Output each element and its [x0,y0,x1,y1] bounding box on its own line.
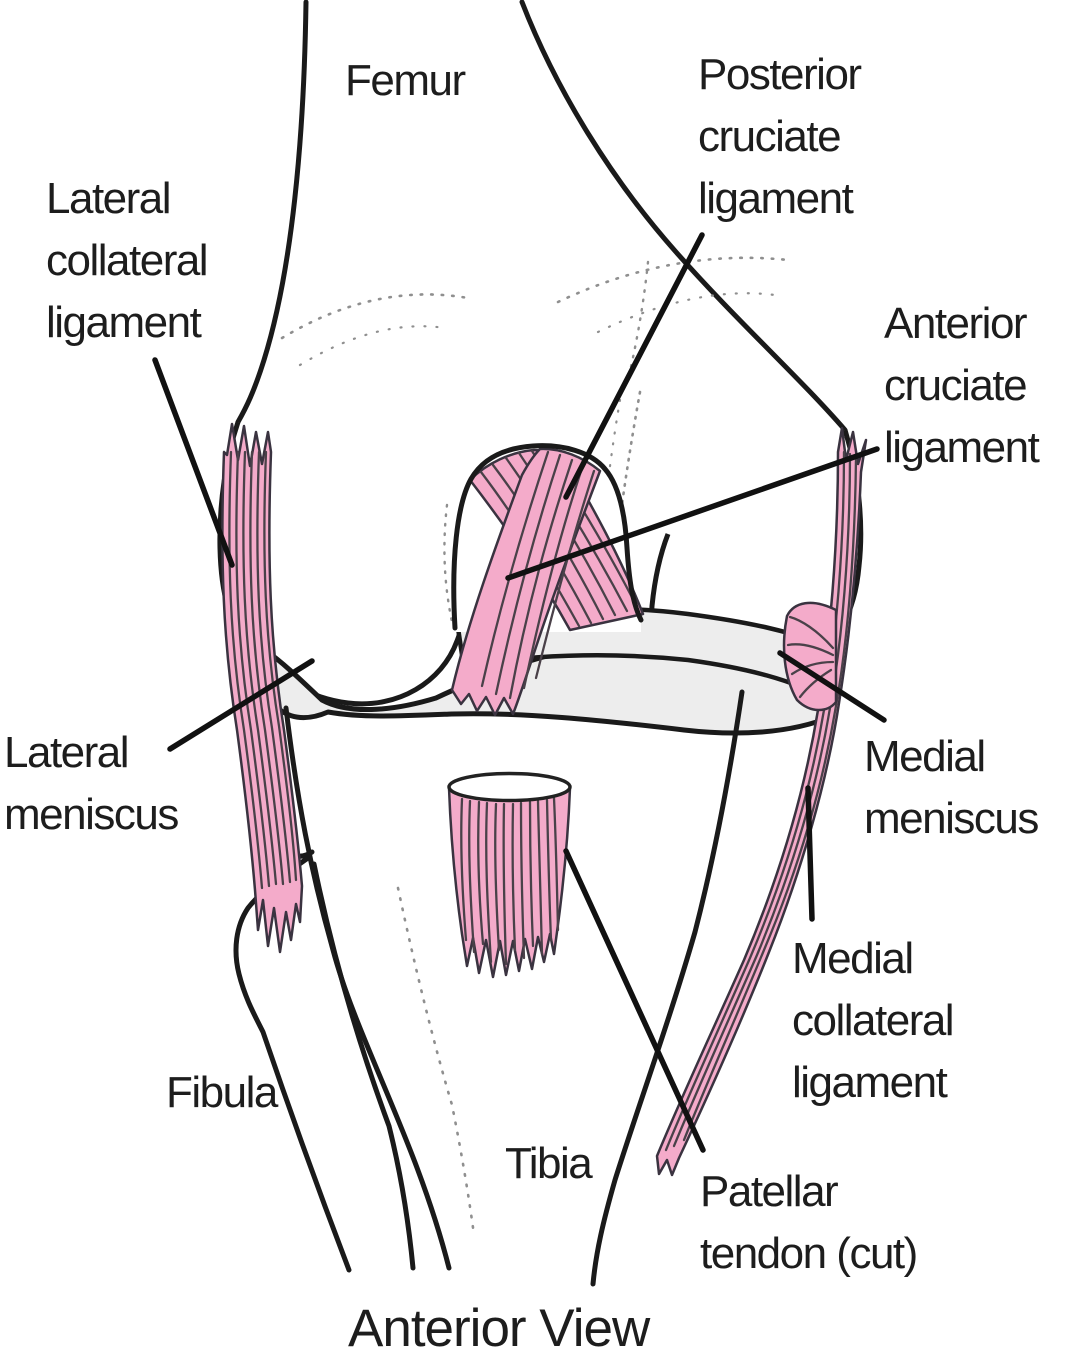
label-line: cruciate [698,112,842,161]
label-line: ligament [46,298,202,347]
label-line: Lateral [46,174,172,223]
label-line: Posterior [698,50,862,99]
caption-anterior-view: Anterior View [348,1298,650,1360]
label-anterior-cruciate-ligament: Anterior cruciate ligament [884,293,1040,479]
label-lateral-collateral-ligament: Lateral collateral ligament [46,168,209,354]
label-line: tendon (cut) [700,1229,918,1278]
label-line: Medial [792,934,914,983]
lateral-collateral-ligament-band [221,422,304,954]
label-fibula: Fibula [166,1062,278,1124]
label-line: collateral [46,236,209,285]
label-patellar-tendon: Patellar tendon (cut) [700,1161,918,1285]
label-line: Anterior [884,299,1028,348]
label-line: Medial [864,732,986,781]
label-medial-meniscus: Medial meniscus [864,726,1039,850]
label-line: Anterior View [348,1299,650,1358]
femur-outline [235,0,848,433]
label-line: cruciate [884,361,1028,410]
label-line: ligament [884,423,1040,472]
patellar-tendon-cut-surface [447,771,572,803]
label-posterior-cruciate-ligament: Posterior cruciate ligament [698,44,862,230]
tibia-outline-right [590,689,745,1287]
label-line: ligament [698,174,854,223]
label-line: meniscus [4,790,179,839]
label-medial-collateral-ligament: Medial collateral ligament [792,928,955,1114]
label-femur: Femur [345,50,466,112]
intercondylar-notch-outline [451,443,644,631]
label-line: Fibula [166,1068,278,1117]
label-line: Tibia [505,1139,593,1188]
label-line: Femur [345,56,466,105]
leader-lines [152,232,887,1153]
label-line: ligament [792,1058,948,1107]
label-line: Lateral [4,728,130,777]
posterior-cruciate-ligament-band [450,447,602,717]
tibia-outline [282,705,452,1271]
leader-anterior-cruciate [505,446,880,581]
label-line: collateral [792,996,955,1045]
label-line: Patellar [700,1167,839,1216]
patellar-tendon-stump [447,771,572,979]
label-tibia: Tibia [505,1133,593,1195]
leader-lateral-meniscus [167,658,315,752]
label-line: meniscus [864,794,1039,843]
label-lateral-meniscus: Lateral meniscus [4,722,179,846]
leader-posterior-cruciate [563,232,705,500]
leader-medial-meniscus [777,650,887,723]
leader-patellar-tendon [563,848,706,1153]
leader-medial-collateral [805,785,815,922]
leader-lateral-collateral [152,357,235,568]
